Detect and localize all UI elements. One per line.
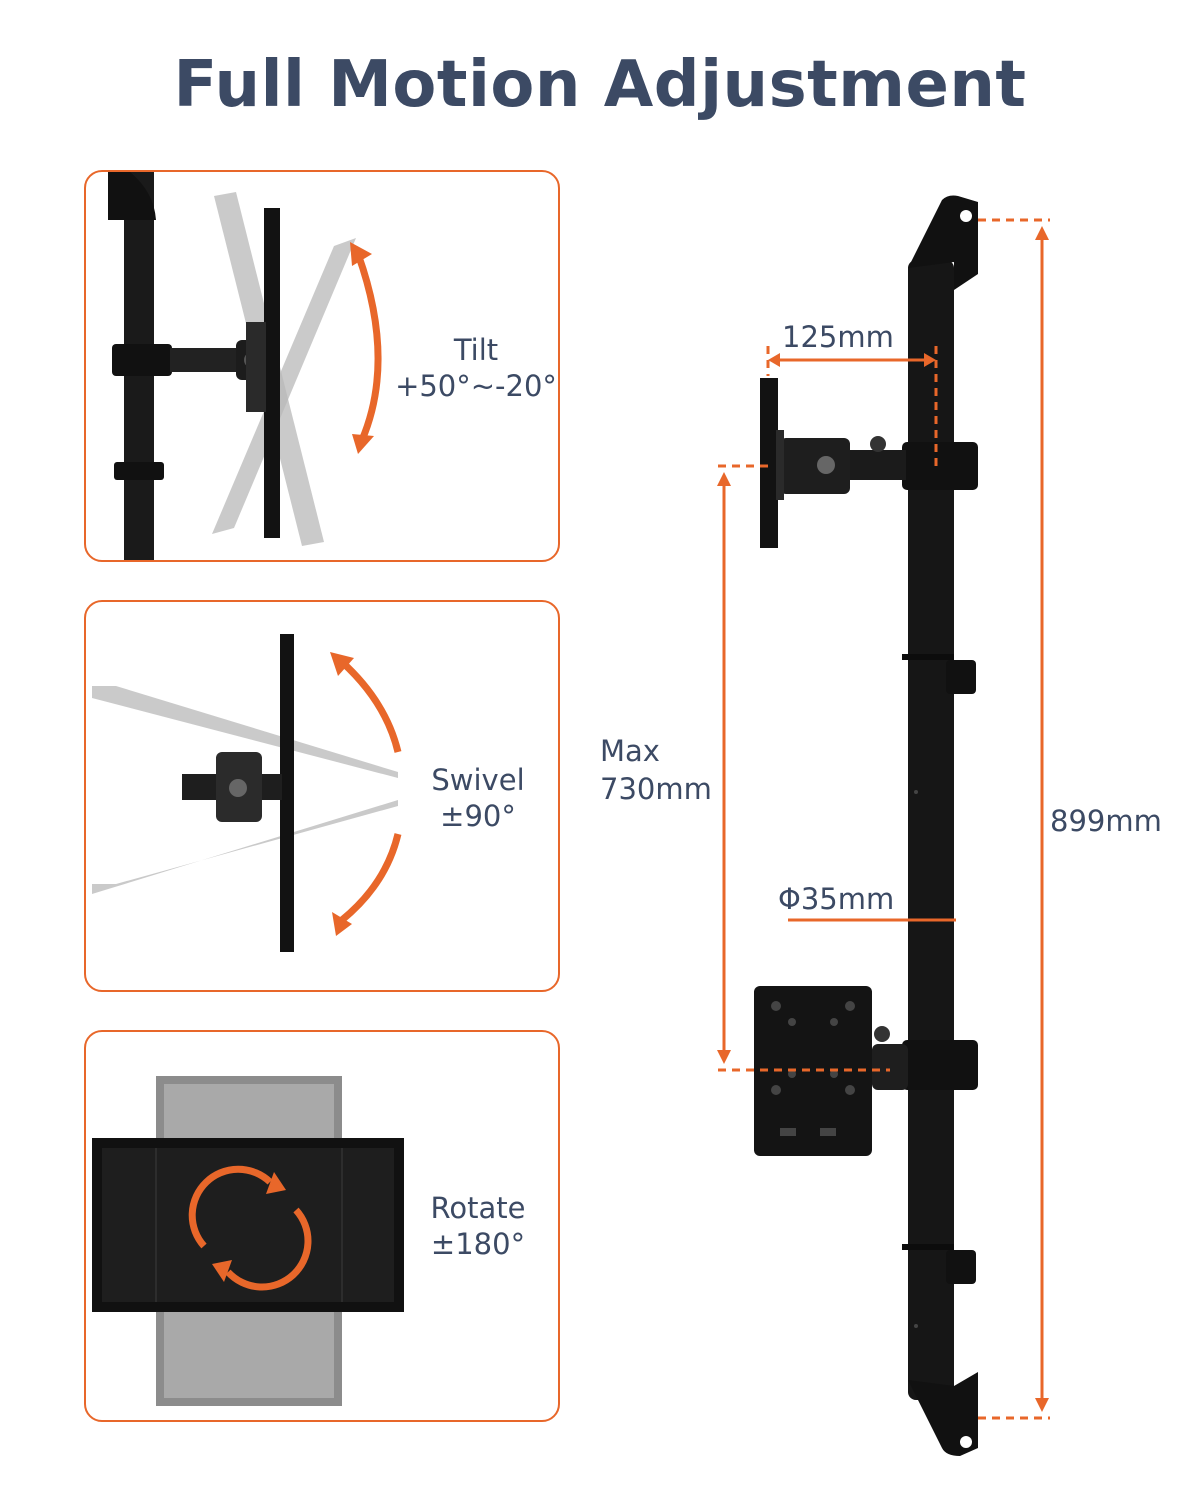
tilt-arc-arrow-icon [354, 252, 382, 442]
swivel-panel: Swivel ±90° [84, 600, 560, 992]
swivel-arc-arrows-icon [339, 659, 402, 753]
rotate-illustration [92, 1076, 404, 1406]
total-height-label: 899mm [1050, 804, 1162, 838]
tilt-illustration [108, 172, 382, 560]
rotate-title: Rotate [430, 1191, 526, 1225]
rotate-circular-arrows-icon [188, 1165, 273, 1249]
arm-depth-label: 125mm [782, 320, 894, 354]
pole [908, 260, 954, 1400]
tilt-panel: Tilt +50°~-20° [84, 170, 560, 562]
rotate-label: Rotate ±180° [388, 1190, 558, 1262]
max-height-prefix: Max [600, 734, 660, 768]
vesa-plate [754, 986, 872, 1156]
pole-diameter-label: Φ35mm [778, 882, 895, 916]
tilt-label: Tilt +50°~-20° [386, 332, 558, 404]
max-height-value: 730mm [600, 772, 712, 806]
upper-monitor-side [760, 378, 778, 548]
top-bracket [908, 195, 978, 290]
tilt-range: +50°~-20° [395, 369, 557, 403]
swivel-title: Swivel [431, 763, 525, 797]
lower-clamp [902, 1040, 978, 1090]
swivel-range: ±90° [440, 799, 516, 833]
upper-clamp [902, 442, 978, 490]
max-height-label: Max 730mm [600, 732, 712, 808]
bottom-bracket [908, 1372, 978, 1456]
stand-dimension-diagram [717, 195, 1050, 1456]
tilt-title: Tilt [453, 333, 499, 367]
rotate-panel: Rotate ±180° [84, 1030, 560, 1422]
rotate-range: ±180° [430, 1227, 526, 1261]
swivel-label: Swivel ±90° [388, 762, 558, 834]
swivel-illustration [92, 634, 402, 952]
page-title: Full Motion Adjustment [173, 48, 1027, 122]
